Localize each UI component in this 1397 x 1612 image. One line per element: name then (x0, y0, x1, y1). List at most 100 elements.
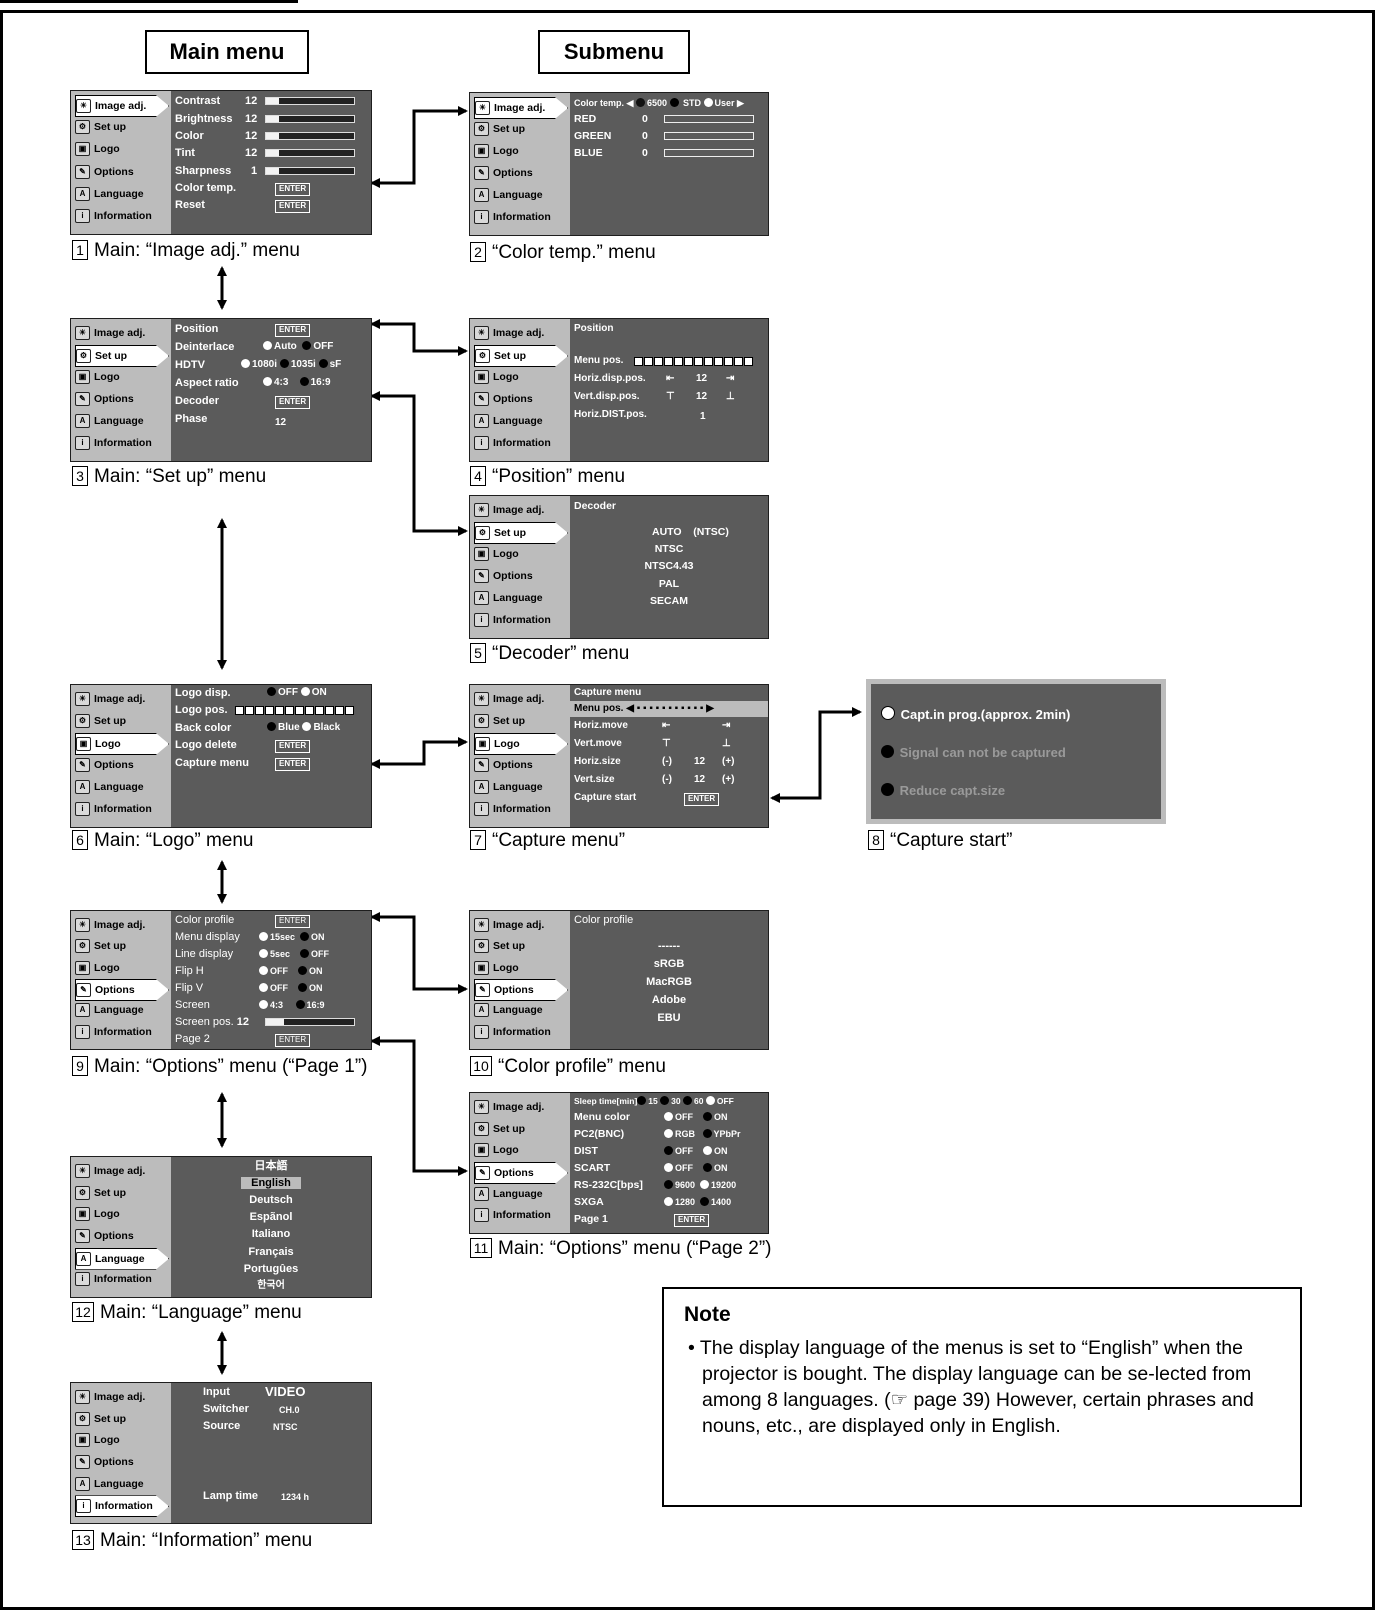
red-slider[interactable] (664, 115, 754, 123)
dist-options[interactable]: OFF ON (664, 1143, 728, 1159)
sidebar-item-image-adj[interactable]: ☀Image adj. (75, 1387, 163, 1407)
sharpness-slider[interactable] (265, 167, 355, 175)
horiz-left-icon[interactable]: ⇤ (666, 373, 675, 384)
lang-japanese[interactable]: 日本語 (254, 1160, 288, 1172)
deinterlace-options[interactable]: Auto OFF (263, 339, 333, 355)
sidebar-item-image-adj[interactable]: ☀Image adj. (75, 1161, 163, 1181)
profile-srgb[interactable]: sRGB (653, 958, 685, 970)
reset-enter-button[interactable]: ENTER (275, 200, 311, 213)
sidebar-item-set-up[interactable]: ⚙Set up (474, 522, 568, 544)
sidebar-item-logo[interactable]: ▣Logo (75, 1430, 163, 1450)
sidebar-item-logo[interactable]: ▣Logo (75, 958, 163, 978)
sidebar-item-set-up[interactable]: ⚙Set up (474, 345, 568, 367)
profile-adobe[interactable]: Adobe (651, 994, 687, 1006)
sidebar-item-logo[interactable]: ▣Logo (75, 367, 163, 387)
capture-start-enter-button[interactable]: ENTER (684, 793, 720, 806)
lang-english[interactable]: English (171, 1175, 371, 1191)
sidebar-item-image-adj[interactable]: ☀Image adj. (75, 323, 163, 343)
flip-h-options[interactable]: OFF ON (259, 963, 323, 979)
sidebar-item-options[interactable]: ✎Options (75, 389, 163, 409)
aspect-ratio-options[interactable]: 4:3 16:9 (263, 375, 331, 391)
sidebar-item-set-up[interactable]: ⚙Set up (474, 711, 562, 731)
sidebar-item-image-adj[interactable]: ☀Image adj. (75, 915, 163, 935)
flip-v-options[interactable]: OFF ON (259, 980, 323, 996)
sidebar-item-logo[interactable]: ▣Logo (75, 1204, 163, 1224)
decoder-enter-button[interactable]: ENTER (275, 396, 311, 409)
sidebar-item-options[interactable]: ✎Options (474, 163, 562, 183)
sidebar-item-set-up[interactable]: ⚙Set up (75, 345, 169, 367)
sidebar-item-image-adj[interactable]: ☀Image adj. (474, 689, 562, 709)
decoder-auto[interactable]: AUTO (NTSC) (652, 526, 729, 538)
sidebar-item-set-up[interactable]: ⚙Set up (75, 117, 163, 137)
decoder-pal[interactable]: PAL (658, 578, 680, 590)
lang-deutsch[interactable]: Deutsch (249, 1194, 293, 1206)
sidebar-item-logo[interactable]: ▣Logo (474, 958, 562, 978)
sxga-options[interactable]: 1280 1400 (664, 1194, 731, 1210)
sidebar-item-options[interactable]: ✎Options (474, 755, 562, 775)
menu-pos-selector[interactable] (634, 357, 753, 366)
blue-slider[interactable] (664, 149, 754, 157)
horiz-right-icon[interactable]: ⇥ (726, 373, 735, 384)
sidebar-item-logo[interactable]: ▣Logo (75, 733, 169, 755)
scart-options[interactable]: OFF ON (664, 1160, 728, 1176)
hdtv-options[interactable]: 1080i 1035i sF (241, 357, 341, 373)
color-temp-enter-button[interactable]: ENTER (275, 183, 311, 196)
sidebar-item-set-up[interactable]: ⚙Set up (75, 1183, 163, 1203)
sidebar-item-set-up[interactable]: ⚙Set up (75, 1409, 163, 1429)
horiz-move-right-icon[interactable]: ⇥ (722, 720, 731, 731)
sidebar-item-image-adj[interactable]: ☀Image adj. (474, 1097, 562, 1117)
tint-slider[interactable] (265, 149, 355, 157)
color-slider[interactable] (265, 132, 355, 140)
sidebar-item-image-adj[interactable]: ☀Image adj. (75, 689, 163, 709)
sidebar-item-image-adj[interactable]: ☀Image adj. (75, 95, 169, 117)
sidebar-item-options[interactable]: ✎Options (75, 755, 163, 775)
sidebar-item-logo[interactable]: ▣Logo (474, 544, 562, 564)
sidebar-item-set-up[interactable]: ⚙Set up (75, 936, 163, 956)
sleep-time-row[interactable]: Sleep time[min]15 30 60 OFF (574, 1096, 734, 1106)
sidebar-item-logo[interactable]: ▣Logo (75, 139, 163, 159)
rs232c-options[interactable]: 9600 19200 (664, 1177, 736, 1193)
sidebar-item-set-up[interactable]: ⚙Set up (75, 711, 163, 731)
lang-portugues[interactable]: Portugûes (243, 1263, 299, 1275)
sidebar-item-options[interactable]: ✎Options (474, 389, 562, 409)
sidebar-item-set-up[interactable]: ⚙Set up (474, 119, 562, 139)
horiz-move-left-icon[interactable]: ⇤ (662, 720, 671, 731)
position-enter-button[interactable]: ENTER (275, 324, 311, 337)
profile-ebu[interactable]: EBU (657, 1012, 681, 1024)
sidebar-item-image-adj[interactable]: ☀Image adj. (474, 500, 562, 520)
sidebar-item-logo[interactable]: ▣Logo (474, 1140, 562, 1160)
sidebar-item-image-adj[interactable]: ☀Image adj. (474, 915, 562, 935)
sidebar-item-options[interactable]: ✎Options (75, 1452, 163, 1472)
decoder-ntsc[interactable]: NTSC (654, 543, 684, 555)
logo-pos-selector[interactable] (235, 706, 354, 715)
vert-size-plus[interactable]: (+) (722, 774, 735, 785)
profile-none[interactable]: ------ (658, 940, 680, 952)
capture-menu-pos-row[interactable]: Menu pos. ◀ ▪ ▪ ▪ ▪ ▪ ▪ ▪ ▪ ▪ ▪ ▪ ▶ (570, 701, 768, 717)
page2-enter-button[interactable]: ENTER (275, 1034, 311, 1047)
logo-delete-enter-button[interactable]: ENTER (275, 740, 311, 753)
sidebar-item-image-adj[interactable]: ☀Image adj. (474, 323, 562, 343)
back-color-options[interactable]: Blue Black (267, 720, 340, 736)
pc2-options[interactable]: RGB YPbPr (664, 1126, 741, 1142)
logo-disp-options[interactable]: OFF ON (267, 685, 327, 701)
menu-display-options[interactable]: 15sec ON (259, 929, 325, 945)
lang-espanol[interactable]: Espãnol (249, 1211, 293, 1223)
brightness-slider[interactable] (265, 115, 355, 123)
